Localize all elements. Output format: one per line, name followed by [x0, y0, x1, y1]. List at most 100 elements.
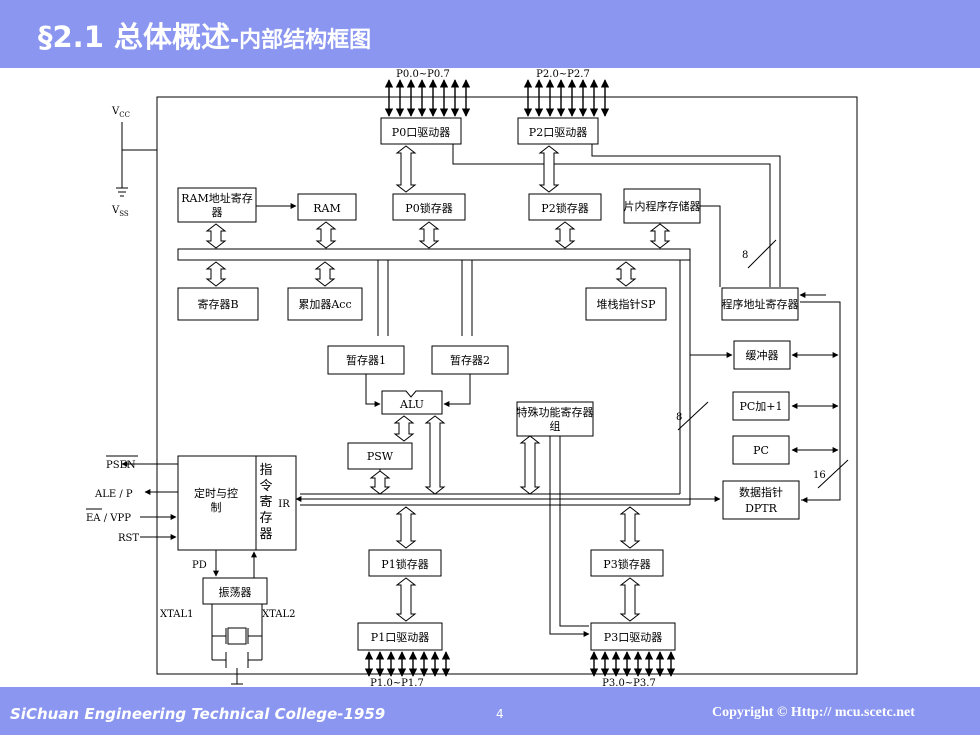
p2-driver-label: P2口驱动器: [529, 126, 587, 139]
bus-width-8b: 8: [676, 412, 682, 423]
p1-driver-box: [357, 622, 443, 651]
bus-arrow-alu-psw: [393, 415, 415, 442]
ram-addr-label-2: 器: [212, 206, 223, 219]
p0-driver-box: [380, 117, 462, 145]
timing-box: [177, 455, 297, 551]
pc-addr-label: 程序地址寄存器: [722, 297, 799, 311]
pc-label: PC: [753, 444, 769, 457]
alu-box: [381, 390, 443, 415]
pc-inc-box: [732, 391, 790, 421]
bus-arrow-alu-bus: [424, 415, 446, 495]
timing-label-2: 制: [211, 501, 222, 514]
bus-arrow-p0: [395, 145, 417, 193]
timing-label-1: 定时与控: [194, 486, 238, 500]
bus-arrow-p2: [538, 145, 560, 193]
p1-port-label: P1.0~P1.7: [370, 678, 424, 689]
buffer-box: [733, 340, 791, 370]
sfr-label-1: 特殊功能寄存器: [517, 405, 594, 419]
alu-label: ALU: [399, 398, 424, 411]
footer-bar: SiChuan Engineering Technical College-19…: [0, 687, 980, 735]
footer-college: SiChuan Engineering Technical College-19…: [10, 705, 386, 723]
ir-tag: IR: [278, 499, 290, 510]
psen-label: PSEN: [106, 460, 136, 471]
rom-label: 片内程序存储器: [624, 199, 701, 213]
bus-arrow-sp: [615, 261, 637, 287]
ram-addr-box: [177, 187, 257, 223]
ir-char-3: 寄: [259, 494, 272, 510]
page-title: §2.1 总体概述-内部结构框图: [38, 14, 371, 56]
footer-copyright: Copyright © Http:// mcu.scetc.net: [712, 705, 915, 720]
xtal1-label: XTAL1: [160, 609, 193, 620]
internal-bus: [177, 248, 691, 261]
p3-driver-box: [590, 622, 676, 651]
pc-addr-box: [721, 287, 799, 321]
p2-port-label: P2.0~P2.7: [536, 69, 590, 80]
bus-arrow-sfr: [519, 435, 541, 495]
sfr-label-2: 组: [550, 419, 561, 433]
ale-label: ALE / P: [94, 489, 133, 500]
sfr-box: [516, 401, 594, 437]
bus-arrow-acc: [314, 261, 336, 287]
sp-box: [585, 287, 667, 321]
bus-arrow-ram: [315, 221, 337, 249]
bus-width-8a: 8: [742, 250, 748, 261]
reg-b-label: 寄存器B: [197, 297, 238, 311]
xtal2-label: XTAL2: [262, 609, 295, 620]
vcc-label: VCC: [111, 106, 130, 119]
title-text: §2.1 总体概述: [38, 20, 230, 54]
p2-latch-label: P2锁存器: [541, 201, 588, 215]
bus-arrow-ram-addr: [205, 223, 227, 249]
bus-arrow-p1-latch: [395, 506, 417, 549]
pc-box: [732, 435, 790, 465]
rst-label: RST: [118, 533, 139, 544]
osc-box: [202, 577, 268, 605]
dptr-box: [722, 480, 800, 520]
title-subtitle: -内部结构框图: [229, 28, 372, 53]
ram-label: RAM: [313, 202, 341, 215]
p0-latch-label: P0锁存器: [405, 201, 452, 215]
p1-latch-box: [368, 549, 442, 577]
bus-width-16: 16: [813, 470, 826, 481]
p1-driver-label: P1口驱动器: [371, 631, 429, 644]
footer-page-number: 4: [496, 707, 504, 721]
header-bar: §2.1 总体概述-内部结构框图: [0, 0, 980, 68]
bus-arrow-p1-driver: [395, 577, 417, 622]
reg-b-box: [177, 287, 259, 321]
tmp2-box: [431, 345, 509, 375]
ram-box: [297, 193, 357, 221]
p0-driver-label: P0口驱动器: [392, 126, 450, 139]
ir-char-5: 器: [259, 527, 272, 542]
psw-label: PSW: [367, 450, 394, 463]
bus-arrow-p3-driver: [619, 577, 641, 622]
sp-label: 堆栈指针SP: [597, 297, 657, 311]
dptr-label-2: DPTR: [745, 502, 778, 515]
psw-box: [347, 442, 413, 470]
tmp1-label: 暂存器1: [346, 353, 386, 367]
ea-label: EA / VPP: [86, 513, 131, 524]
p3-driver-label: P3口驱动器: [604, 631, 662, 644]
p3-port-label: P3.0~P3.7: [602, 678, 656, 689]
p0-port-label: P0.0~P0.7: [396, 69, 450, 80]
ir-char-1: 指: [259, 463, 272, 478]
bus-arrow-p0-latch: [418, 221, 440, 249]
bus-arrow-reg-b: [205, 261, 227, 287]
bus-arrow-p3-latch: [619, 506, 641, 549]
osc-label: 振荡器: [219, 585, 252, 599]
ir-char-2: 令: [259, 479, 272, 494]
tmp1-box: [327, 345, 405, 375]
p2-latch-box: [528, 193, 602, 221]
p3-latch-label: P3锁存器: [603, 557, 650, 571]
ram-addr-label-1: RAM地址寄存: [181, 191, 253, 205]
bus-arrow-psw: [369, 470, 391, 495]
pd-label: PD: [192, 560, 207, 571]
dptr-label-1: 数据指针: [739, 485, 783, 499]
p3-latch-box: [590, 549, 664, 577]
rom-box: [623, 188, 701, 224]
acc-box: [287, 287, 363, 321]
pc-inc-label: PC加+1: [739, 400, 782, 413]
bus-arrow-rom: [649, 223, 671, 249]
bus-arrow-p2-latch: [554, 221, 576, 249]
p1-latch-label: P1锁存器: [381, 557, 428, 571]
p2-driver-box: [517, 117, 599, 145]
